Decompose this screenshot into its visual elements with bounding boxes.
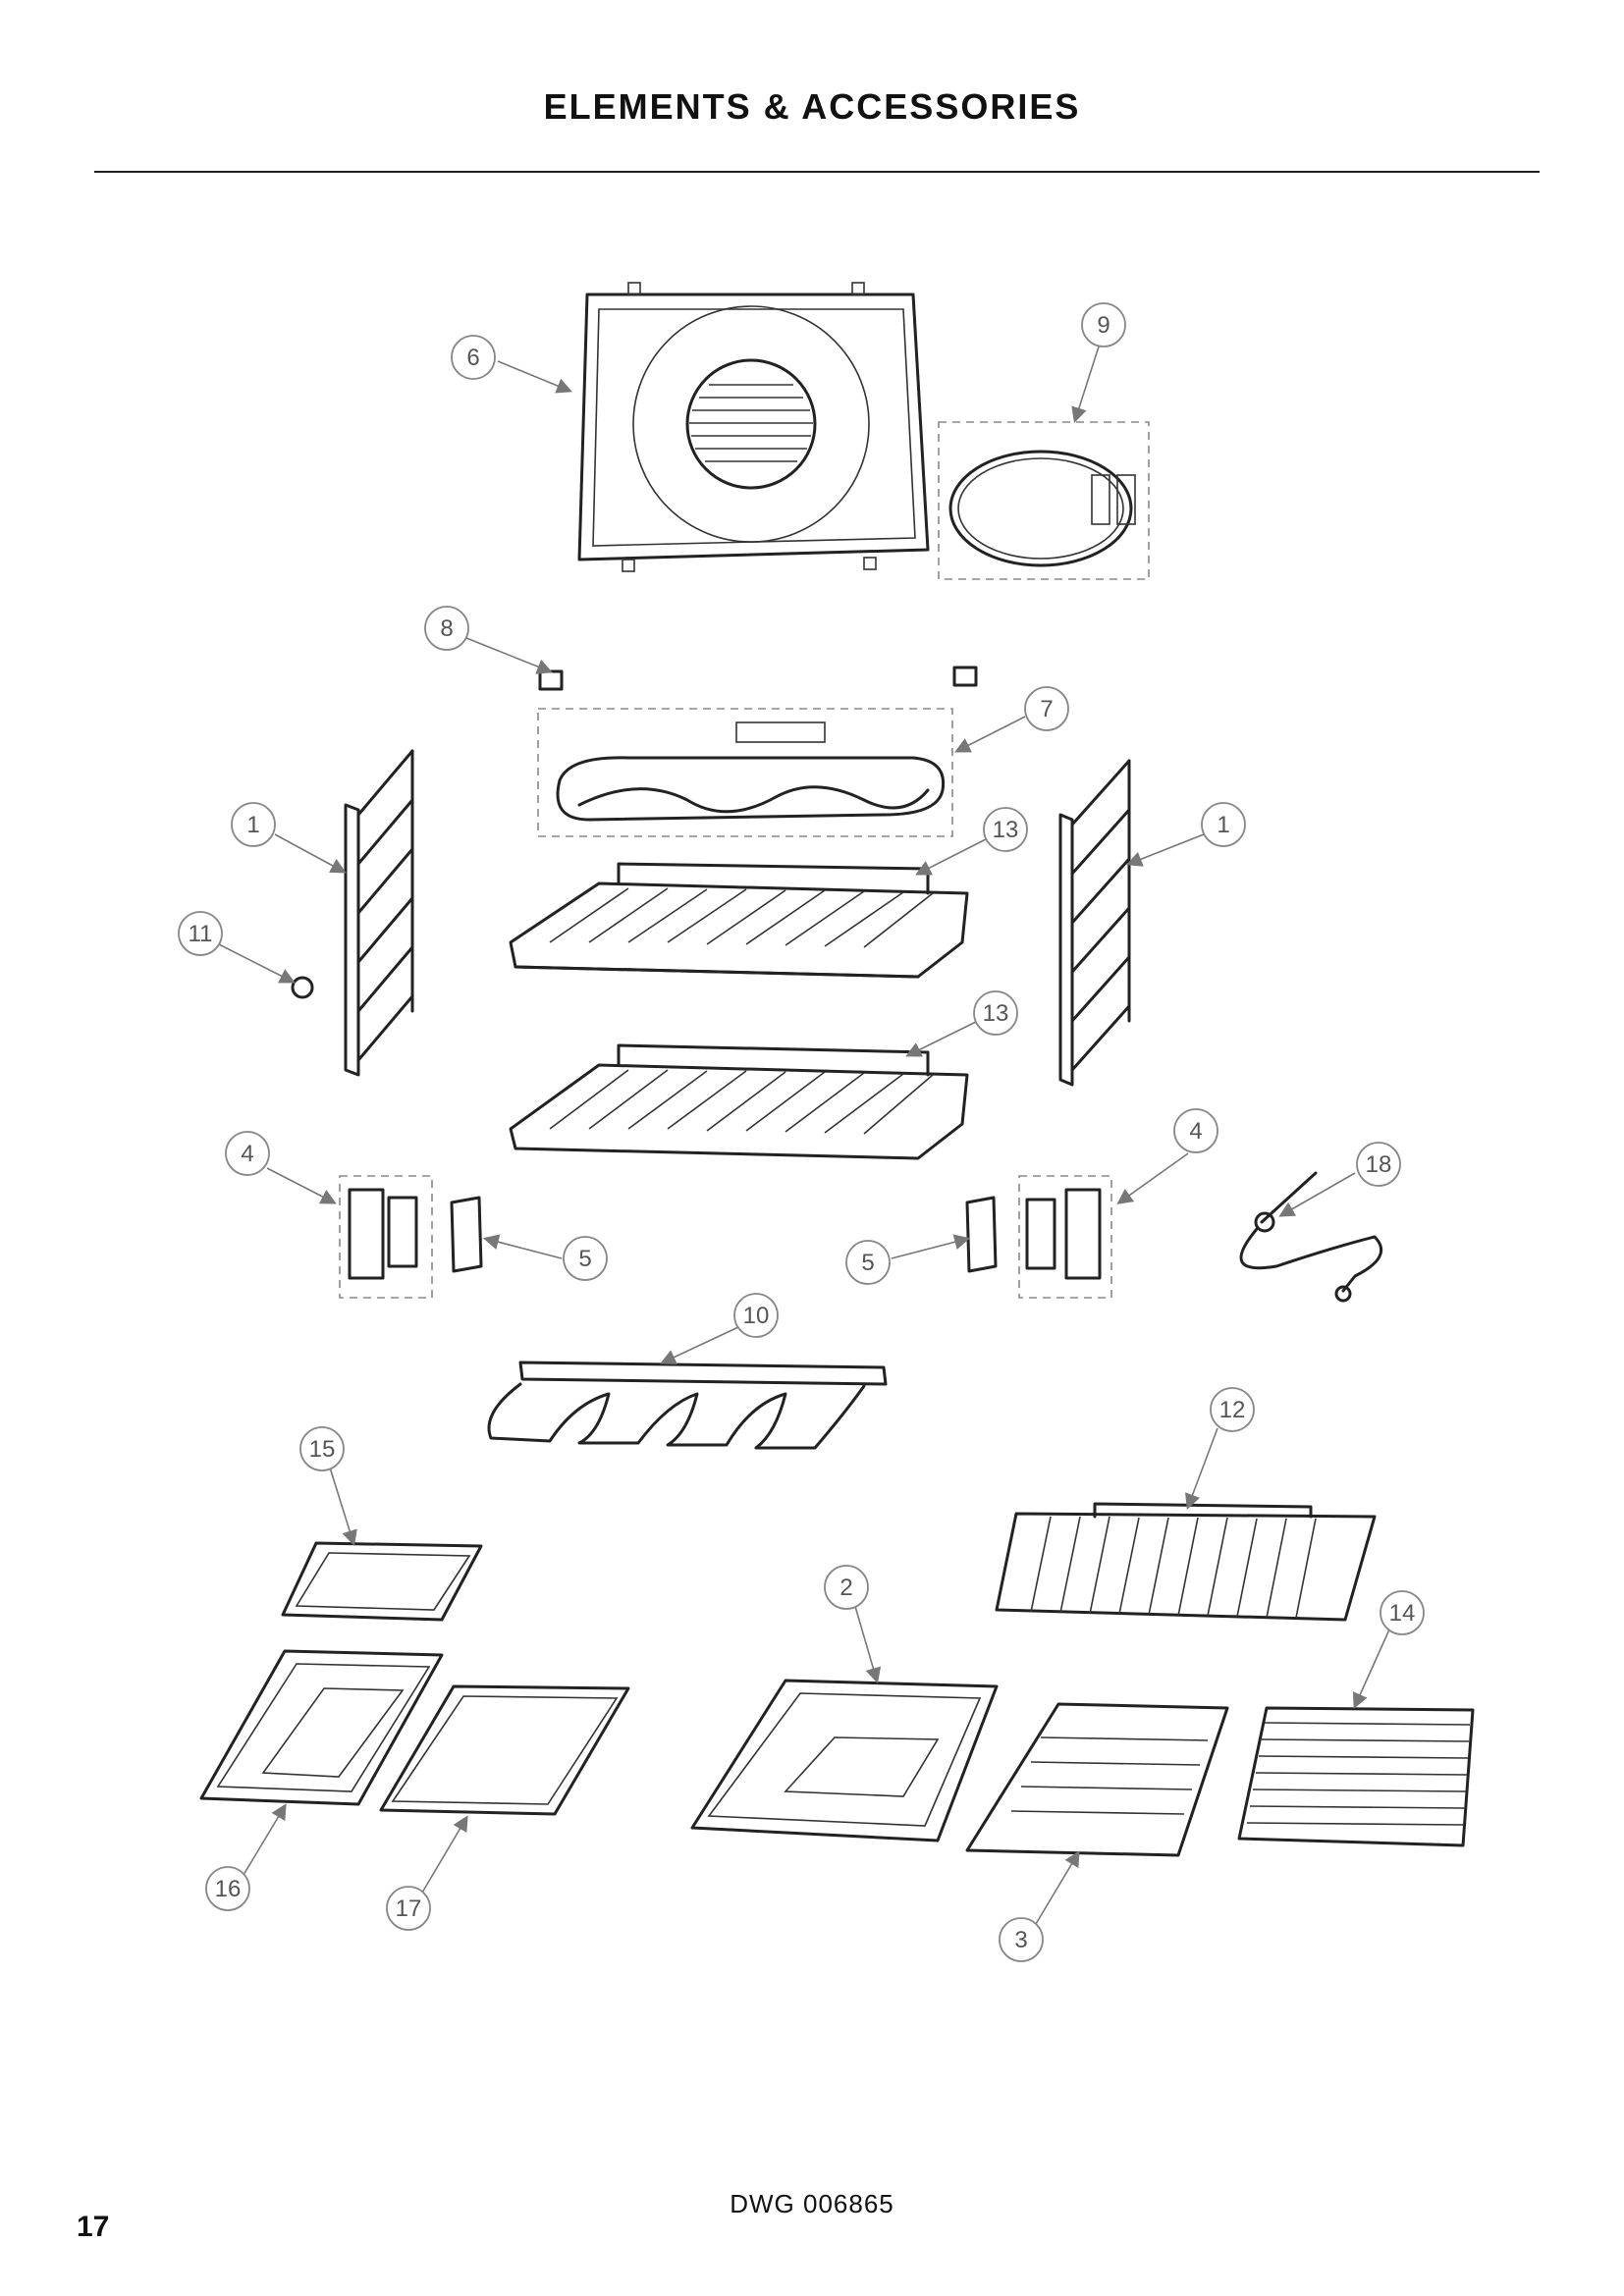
- part-small-mesh-tray: [281, 1541, 483, 1622]
- callout-8: 8: [424, 606, 469, 651]
- callout-7: 7: [1024, 686, 1069, 731]
- part-grill-element: [537, 708, 953, 837]
- svg-text:15: 15: [309, 1436, 336, 1463]
- part-rear-panel: [577, 282, 930, 572]
- drawing-number: DWG 006865: [730, 2189, 894, 2218]
- svg-text:1: 1: [246, 812, 259, 838]
- callout-4-right: 4: [1173, 1108, 1218, 1153]
- part-grill-pan: [965, 1702, 1229, 1857]
- callout-18: 18: [1356, 1142, 1401, 1187]
- callout-5-left: 5: [563, 1236, 608, 1281]
- callout-6: 6: [451, 335, 496, 380]
- part-side-panel-left: [450, 1196, 483, 1273]
- svg-text:12: 12: [1219, 1397, 1246, 1423]
- title-divider: [94, 171, 1540, 173]
- part-shelf-lower: [509, 1043, 969, 1160]
- svg-text:1: 1: [1217, 812, 1229, 838]
- svg-text:3: 3: [1014, 1927, 1027, 1953]
- part-wire-rack: [995, 1502, 1377, 1622]
- part-shelf-support-right: [1058, 759, 1131, 1087]
- callout-2: 2: [824, 1565, 869, 1610]
- svg-text:6: 6: [466, 345, 479, 371]
- part-shelf-upper: [509, 862, 969, 979]
- leader-lines: [214, 343, 1390, 1925]
- part-side-cover-left: [339, 1175, 433, 1299]
- svg-text:14: 14: [1389, 1600, 1416, 1627]
- callout-4-left: 4: [225, 1131, 270, 1176]
- svg-text:17: 17: [396, 1896, 422, 1922]
- callout-13-upper: 13: [983, 807, 1028, 852]
- part-large-mesh-tray: [199, 1649, 444, 1806]
- part-lower-element: [487, 1361, 888, 1450]
- callout-1-left: 1: [231, 802, 276, 847]
- callout-12: 12: [1210, 1387, 1255, 1432]
- svg-text:13: 13: [983, 1000, 1009, 1027]
- callout-16: 16: [205, 1866, 250, 1911]
- page-number: 17: [77, 2211, 110, 2243]
- svg-text:7: 7: [1040, 696, 1053, 722]
- svg-text:8: 8: [440, 615, 453, 642]
- part-lamp: [291, 976, 314, 999]
- callout-17: 17: [386, 1886, 431, 1931]
- svg-text:2: 2: [839, 1575, 852, 1601]
- part-side-cover-right: [1018, 1175, 1112, 1299]
- svg-text:4: 4: [1189, 1118, 1202, 1145]
- part-meat-probe: [1239, 1171, 1383, 1303]
- svg-text:4: 4: [241, 1141, 253, 1167]
- part-clips: [538, 666, 978, 691]
- svg-text:5: 5: [578, 1246, 591, 1272]
- svg-text:18: 18: [1366, 1151, 1392, 1178]
- svg-text:9: 9: [1097, 312, 1110, 339]
- part-fan-element: [938, 421, 1150, 580]
- callout-1-right: 1: [1201, 802, 1246, 847]
- svg-text:16: 16: [215, 1876, 242, 1902]
- callout-9: 9: [1081, 302, 1126, 347]
- part-roasting-dish: [690, 1679, 999, 1842]
- svg-text:10: 10: [743, 1303, 770, 1329]
- callout-15: 15: [299, 1426, 345, 1471]
- callout-13-lower: 13: [973, 990, 1018, 1036]
- callout-11: 11: [178, 911, 223, 956]
- callout-3: 3: [999, 1917, 1044, 1962]
- part-grill-insert: [1237, 1706, 1475, 1847]
- callout-14: 14: [1380, 1590, 1425, 1635]
- part-side-panel-right: [965, 1196, 998, 1273]
- callout-10: 10: [733, 1293, 779, 1338]
- svg-text:13: 13: [993, 817, 1019, 843]
- callout-5-right: 5: [845, 1240, 891, 1285]
- svg-text:5: 5: [861, 1250, 874, 1276]
- svg-text:11: 11: [189, 921, 213, 947]
- page-title: ELEMENTS & ACCESSORIES: [543, 86, 1081, 127]
- part-flat-tray: [379, 1684, 630, 1816]
- part-shelf-support-left: [344, 749, 414, 1077]
